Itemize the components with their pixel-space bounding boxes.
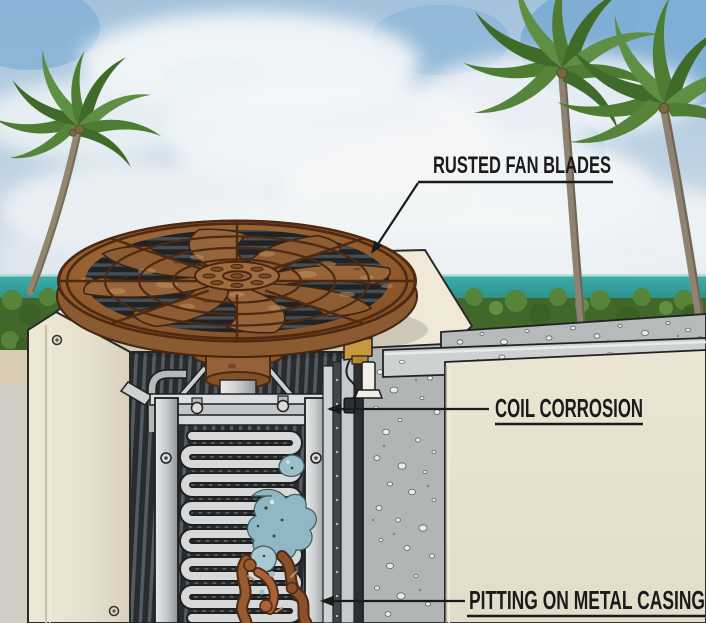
callout-pitting-on-metal-casing-label: PITTING ON METAL CASING — [469, 585, 705, 615]
coil-frame-left-rail — [154, 397, 179, 623]
pitted-metal-casing-edge — [362, 343, 446, 623]
coil-corrosion-patches — [246, 454, 317, 573]
bolt — [276, 395, 290, 413]
fan-guard — [59, 221, 415, 341]
callout-coil-corrosion: COIL CORROSION — [327, 393, 643, 426]
arrowhead — [320, 595, 334, 607]
ac-unit — [27, 220, 706, 623]
callout-rusted-fan-blades-label: RUSTED FAN BLADES — [433, 152, 611, 179]
beach-sand — [0, 350, 30, 386]
arrowhead — [371, 240, 383, 254]
cabinet-left-panel — [27, 310, 131, 623]
casing-outer-panel — [444, 349, 706, 623]
palm-tree-right — [556, 0, 706, 325]
callout-rusted-fan-blades: RUSTED FAN BLADES — [371, 152, 613, 254]
palm-tree-left — [0, 44, 163, 296]
rust-growth — [236, 550, 312, 623]
fan-hub — [195, 262, 279, 290]
leader-line — [375, 182, 419, 248]
callout-coil-corrosion-label: COIL CORROSION — [495, 393, 643, 423]
pavement — [0, 384, 30, 623]
casing-inner-rails — [322, 356, 363, 623]
connector-box — [343, 397, 356, 414]
arrowhead — [327, 403, 341, 415]
drain-pipe — [361, 361, 376, 393]
conduit-pipe — [147, 369, 186, 432]
palm-tree-middle-right — [462, 0, 665, 336]
coil-assembly — [119, 381, 366, 623]
callout-pitting-on-metal-casing: PITTING ON METAL CASING — [320, 585, 705, 618]
rusted-fan — [56, 220, 418, 358]
wire — [345, 359, 357, 401]
bolt — [190, 397, 204, 415]
